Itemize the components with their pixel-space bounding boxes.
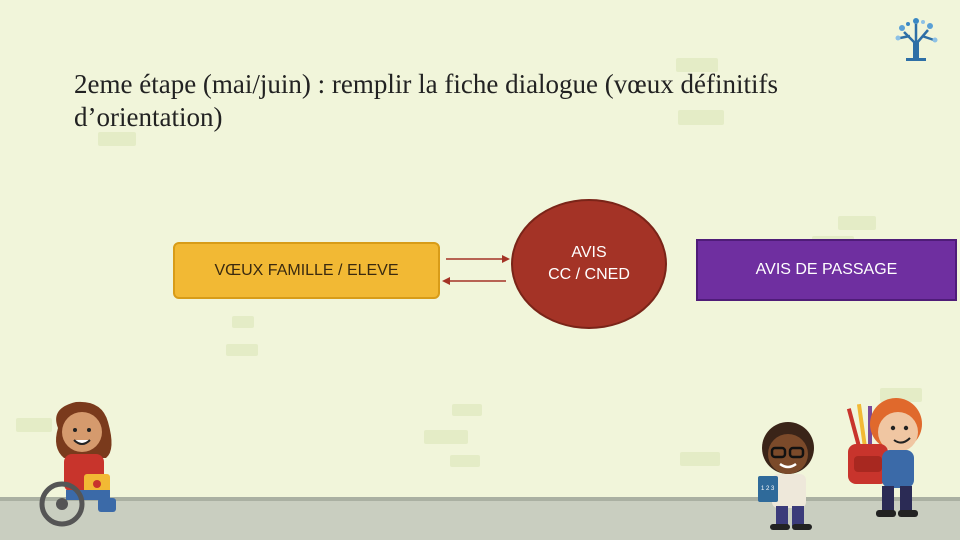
- background-brick: [98, 132, 136, 146]
- svg-text:1 2 3: 1 2 3: [761, 486, 775, 492]
- background-brick: [226, 344, 258, 356]
- background-brick: [680, 452, 720, 466]
- title-line-2: d’orientation): [74, 101, 924, 134]
- background-brick: [452, 404, 482, 416]
- title-line-1: 2eme étape (mai/juin) : remplir la fiche…: [74, 68, 924, 101]
- background-brick: [838, 216, 876, 230]
- tree-logo-icon: [890, 14, 942, 62]
- background-brick: [450, 455, 480, 467]
- background-brick: [232, 316, 254, 328]
- bidirectional-arrows: [440, 250, 512, 290]
- background-brick: [424, 430, 468, 444]
- avis-label-line-2: CC / CNED: [548, 264, 630, 286]
- avis-circle: AVIS CC / CNED: [511, 199, 667, 329]
- arrow-right: [446, 255, 510, 263]
- voeux-famille-label: VŒUX FAMILLE / ELEVE: [214, 262, 398, 280]
- arrow-left: [442, 277, 506, 285]
- avis-passage-label: AVIS DE PASSAGE: [756, 261, 898, 279]
- slide-title: 2eme étape (mai/juin) : remplir la fiche…: [74, 68, 924, 134]
- avis-label-line-1: AVIS: [571, 242, 606, 264]
- voeux-famille-box: VŒUX FAMILLE / ELEVE: [173, 242, 440, 299]
- boy-backpack-illustration: [842, 384, 942, 524]
- boy-book-illustration: 1 2 3: [750, 410, 830, 535]
- girl-wheelchair-illustration: [36, 398, 136, 528]
- avis-passage-box: AVIS DE PASSAGE: [696, 239, 957, 301]
